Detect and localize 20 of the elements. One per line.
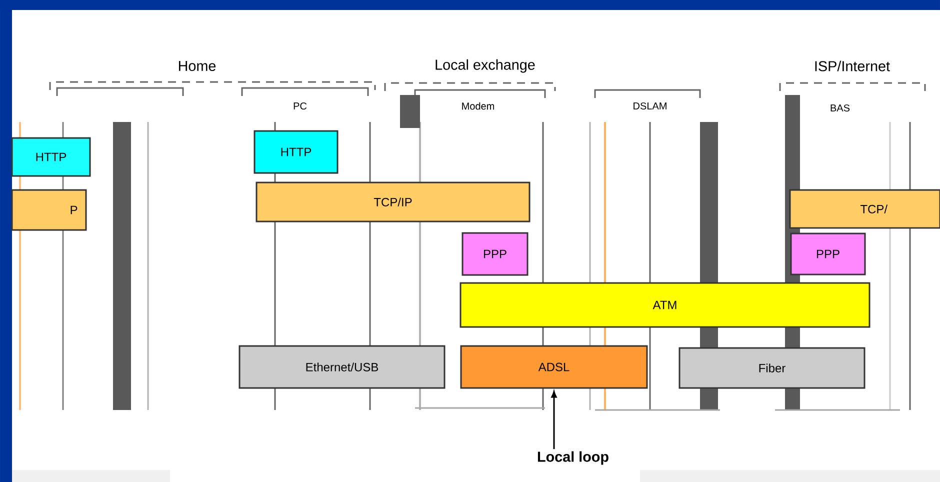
protocol-box: PPP <box>462 232 528 276</box>
protocol-box: TCP/IP <box>256 182 530 222</box>
protocol-box: ATM <box>460 282 870 328</box>
device-label: Modem <box>460 101 496 111</box>
caption-text: Local loop <box>538 451 608 465</box>
device-label: DSLAM <box>632 101 668 111</box>
protocol-box: P <box>11 189 87 231</box>
protocol-box: HTTP <box>11 137 91 177</box>
protocol-box: HTTP <box>254 130 338 174</box>
arrow <box>551 391 557 450</box>
protocol-box: ADSL <box>460 345 648 389</box>
protocol-box: Ethernet/USB <box>238 345 446 389</box>
protocol-box: Fiber <box>678 347 866 389</box>
protocol-box: PPP <box>790 232 866 276</box>
device-label: PC <box>292 101 308 111</box>
section-heading: ISP/Internet <box>812 60 892 72</box>
section-heading: Local exchange <box>434 58 536 74</box>
protocol-box: TCP/ <box>789 189 940 229</box>
device-label: BAS <box>829 103 851 113</box>
section-heading: Home <box>176 60 218 72</box>
